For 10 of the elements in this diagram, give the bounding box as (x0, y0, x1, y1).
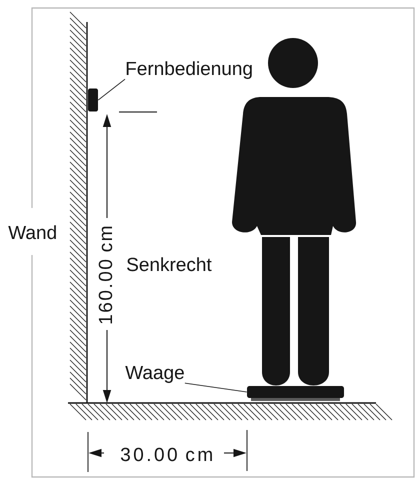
leader-line (98, 78, 126, 100)
part-label: Wand (8, 225, 56, 240)
bathroom-scale (247, 386, 344, 401)
callout-label: Fernbedienung (126, 61, 252, 79)
remote-control (88, 88, 98, 112)
dimension-label: 160.00 cm (98, 226, 112, 324)
note-label: Senkrecht (127, 257, 212, 272)
callout-label: Waage (125, 366, 184, 383)
dimension-label: 30.00 cm (120, 448, 212, 462)
leader-line (184, 382, 248, 392)
